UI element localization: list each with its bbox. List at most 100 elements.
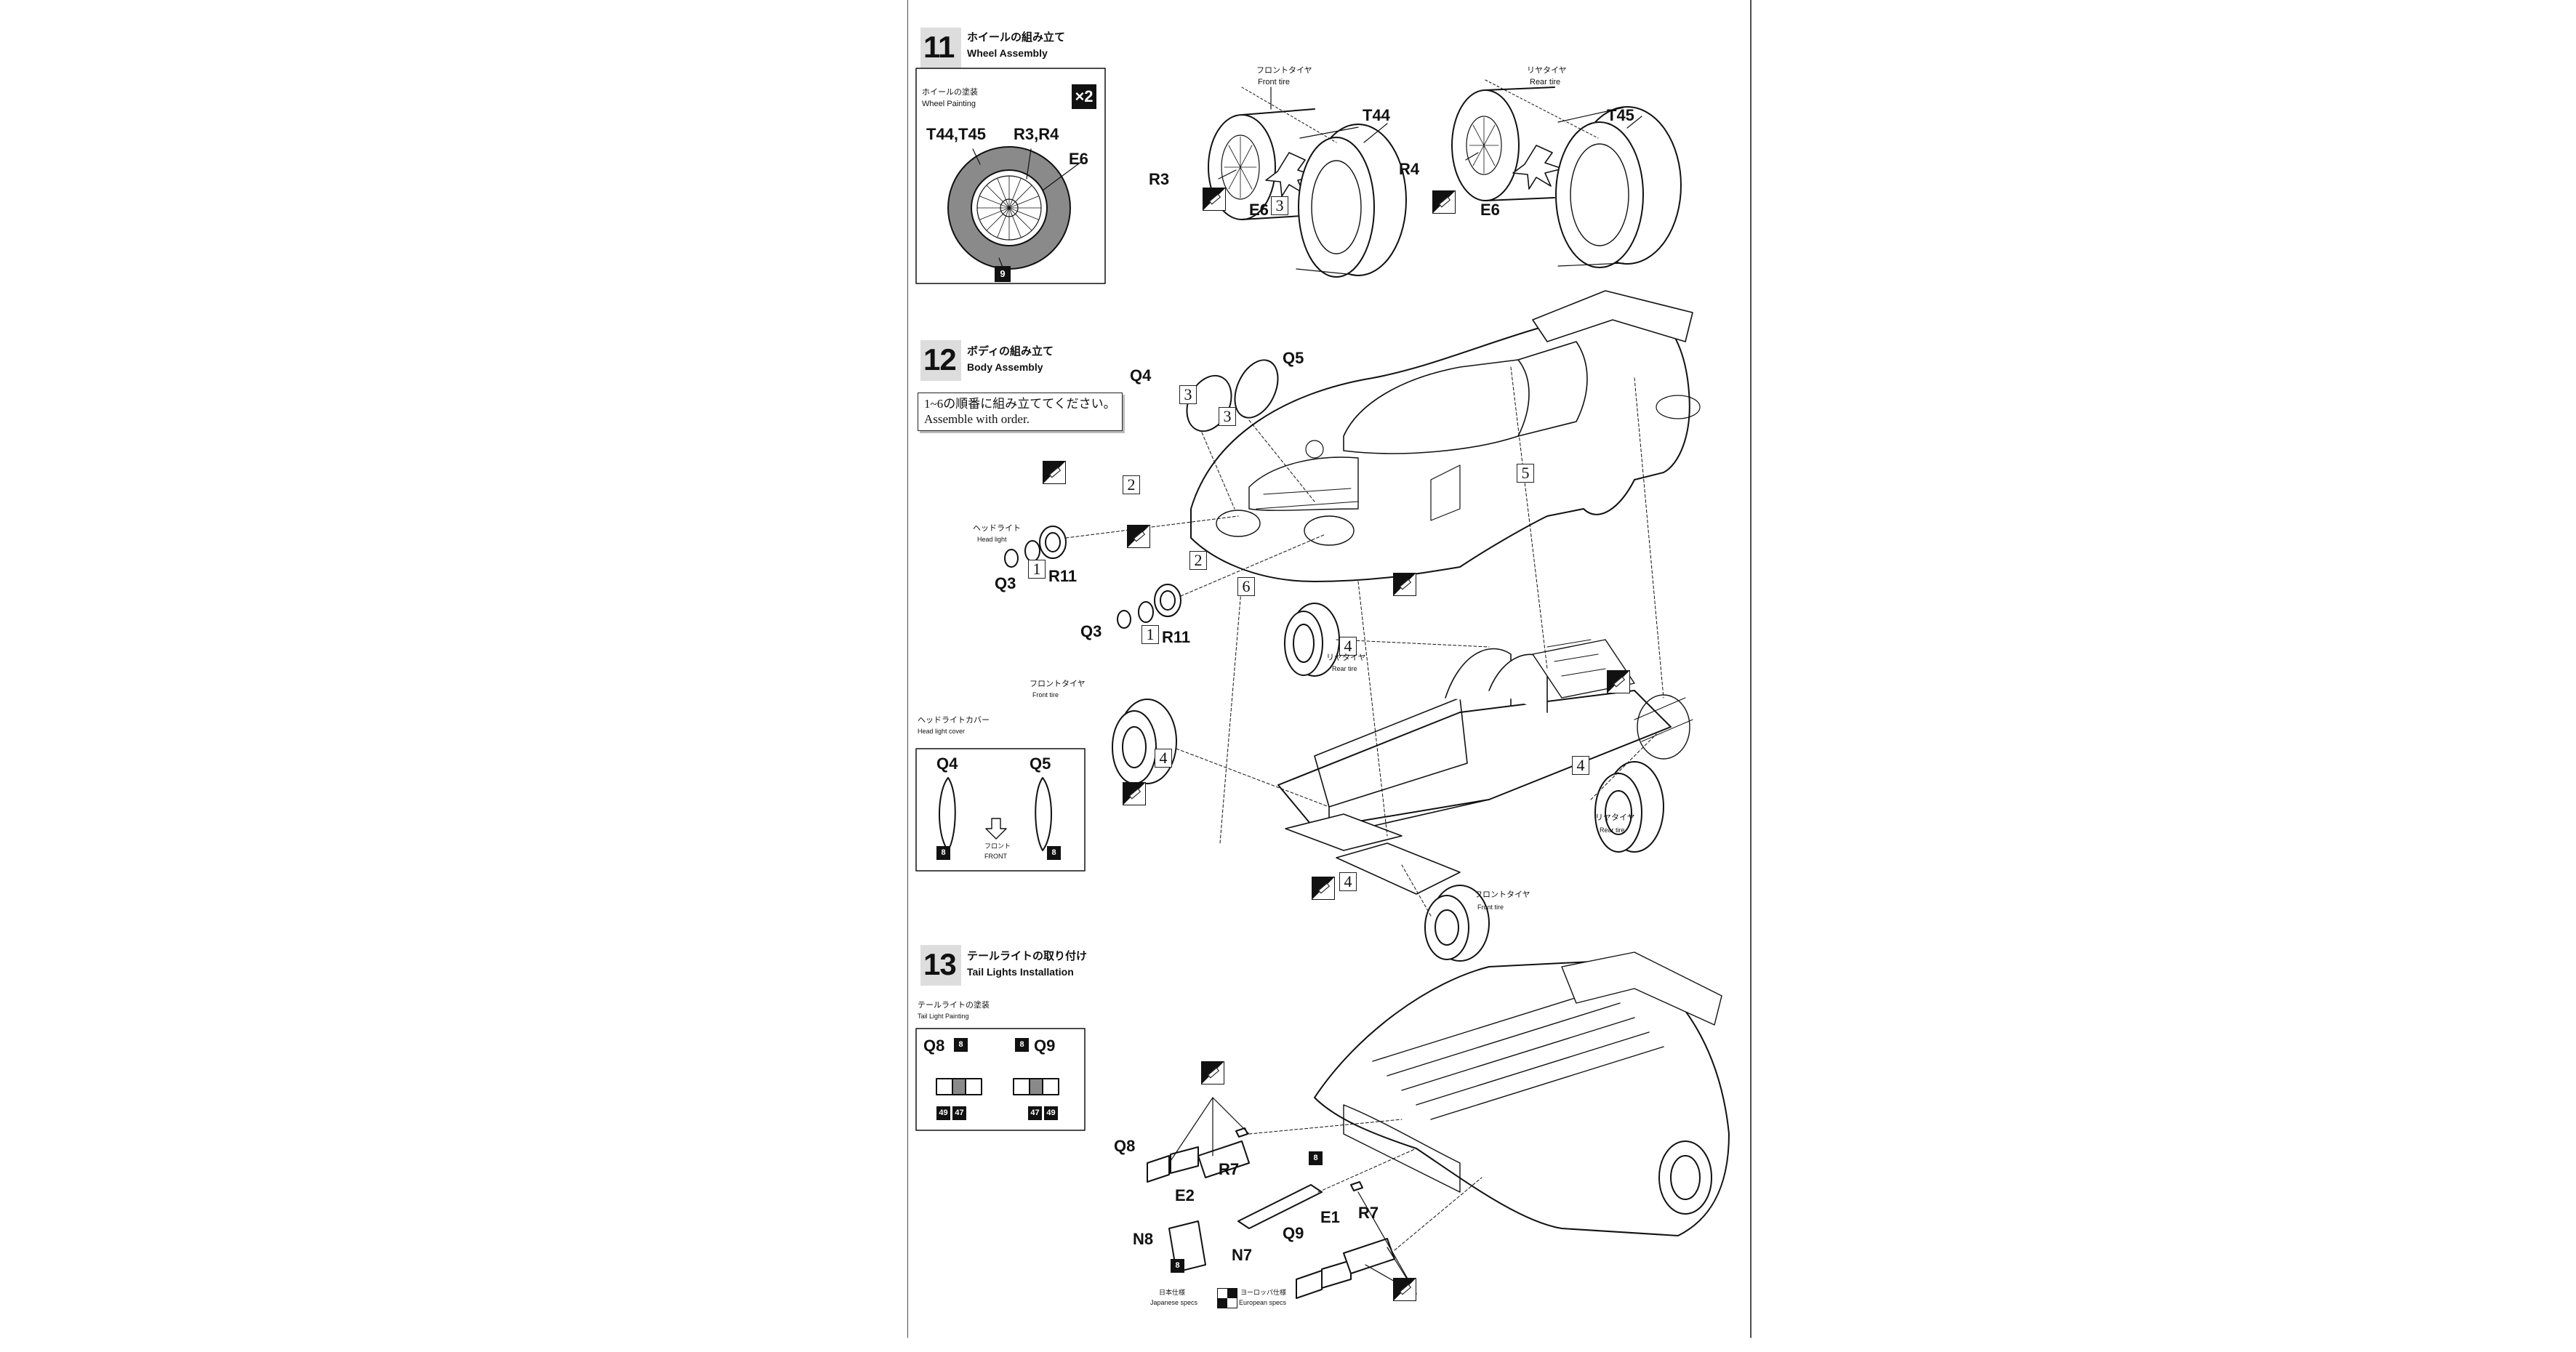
headlight-cement-icon-2 <box>1127 525 1150 548</box>
rear-cap-part: E6 <box>1480 201 1500 219</box>
tail-q8-label: Q8 <box>923 1037 945 1055</box>
tail-q9-paint-49: 49 <box>1044 1106 1058 1120</box>
tail-n8-part: N8 <box>1133 1230 1154 1248</box>
tail-q9-paint-47: 47 <box>1028 1106 1042 1120</box>
step12-number-bg <box>920 340 961 381</box>
cover-q4-label: Q4 <box>1130 366 1152 385</box>
front-label-en: FRONT <box>984 853 1007 860</box>
tail-cement-icon-1 <box>1201 1061 1224 1085</box>
reflector-r11-lower: R11 <box>1162 628 1191 646</box>
rear-tire-label-en: Rear tire <box>1530 78 1561 86</box>
headlight-label-en: Head light <box>977 536 1007 543</box>
step13-number: 13 <box>923 947 957 981</box>
lens-q3-upper: Q3 <box>995 574 1016 592</box>
headlight-label-jp: ヘッドライト <box>973 524 1021 533</box>
japanese-specs-jp: 日本仕様 <box>1159 1289 1186 1296</box>
cover-q5-detail <box>1035 777 1052 851</box>
front-tire-part: T44 <box>1363 106 1390 124</box>
headlight-cover-box <box>915 748 1086 872</box>
detail-q4-paint: 8 <box>936 846 950 860</box>
tail-q9-label: Q9 <box>1034 1037 1056 1055</box>
order-2-lower: 2 <box>1189 551 1207 570</box>
lens-q3-lower: Q3 <box>1080 622 1102 640</box>
tail-e2-part: E2 <box>1175 1186 1195 1204</box>
tail-q9-part: Q9 <box>1283 1224 1304 1242</box>
rear-tire-label-jp: リヤタイヤ <box>1527 66 1567 75</box>
front-cement-icon <box>1203 188 1226 211</box>
tail-n8-paint: 8 <box>1171 1259 1184 1273</box>
step12-number: 12 <box>923 342 957 377</box>
tail-q8-part: Q8 <box>1114 1137 1136 1155</box>
rear-tire-label-en-1: Rear tire <box>1332 665 1357 672</box>
front-order-3: 3 <box>1271 196 1288 215</box>
headlight-cover-title-en: Head light cover <box>918 728 966 735</box>
front-rim-part: R3 <box>1149 170 1170 188</box>
front-wheel-exploded <box>1208 86 1407 278</box>
tail-q9-paint: 8 <box>1015 1038 1029 1052</box>
step12-tires <box>1112 366 1664 962</box>
order-1-lower: 1 <box>1141 625 1159 644</box>
front-tire-label-jp-2: フロントタイヤ <box>1474 890 1530 899</box>
headlight-cover-title-jp: ヘッドライトカバー <box>918 716 990 725</box>
order-3-right: 3 <box>1219 407 1236 426</box>
rear-rim-part: R4 <box>1399 160 1420 178</box>
front-tire-cement-icon-1 <box>1123 782 1146 805</box>
front-tire-label-en-1: Front tire <box>1032 691 1059 699</box>
wheel-paint-color: 9 <box>995 266 1011 282</box>
multiplier-badge: ×2 <box>1072 84 1096 109</box>
order-4-b: 4 <box>1155 749 1172 768</box>
tail-r7-part-2: R7 <box>1358 1204 1379 1222</box>
step12-title-en: Body Assembly <box>967 361 1043 373</box>
step11-number: 11 <box>923 30 955 64</box>
assembly-order-note-jp: 1~6の順番に組み立ててください。 <box>924 397 1116 411</box>
rear-cement-icon <box>1432 190 1456 214</box>
wheel-paint-label-rims: R3,R4 <box>1014 125 1059 143</box>
step11-number-bg <box>920 28 961 68</box>
tail-light-painting-box <box>915 1028 1086 1131</box>
headlight-cement-icon-1 <box>1043 461 1066 484</box>
rear-tire-label-jp-1: リヤタイヤ <box>1326 653 1366 662</box>
rear-tire-label-jp-2: リヤタイヤ <box>1595 813 1635 822</box>
rear-tire-cement-icon-2 <box>1607 670 1630 693</box>
front-label-jp: フロント <box>984 842 1011 850</box>
wheel-paint-label-tires: T44,T45 <box>926 125 986 143</box>
wheel-painting-box <box>915 68 1106 284</box>
tail-painting-title-jp: テールライトの塗装 <box>918 1001 990 1010</box>
car-body-shell <box>1190 290 1701 582</box>
assembly-order-note-en: Assemble with order. <box>924 412 1030 427</box>
line-art <box>907 0 1752 1338</box>
step11-title-en: Wheel Assembly <box>967 47 1048 59</box>
order-4-d: 4 <box>1339 872 1357 891</box>
front-tire-label-en-2: Front tire <box>1477 904 1504 911</box>
front-tire-label-jp-1: フロントタイヤ <box>1030 680 1086 688</box>
tail-q8-paint: 8 <box>954 1038 968 1052</box>
order-5: 5 <box>1517 464 1534 483</box>
order-4-c: 4 <box>1572 756 1589 775</box>
tail-cement-icon-2 <box>1393 1278 1416 1301</box>
rear-tire-part: T45 <box>1607 106 1634 124</box>
tail-light-paint-icons <box>936 1078 1059 1095</box>
order-1-upper: 1 <box>1028 560 1046 579</box>
tail-q8-paint-49: 49 <box>936 1106 950 1120</box>
order-4-a: 4 <box>1339 637 1357 656</box>
cover-q5-shape <box>1234 359 1279 419</box>
front-tire-label-en: Front tire <box>1258 78 1291 86</box>
european-specs-jp: ヨーロッパ仕様 <box>1240 1289 1287 1296</box>
european-flag-icon <box>1217 1288 1237 1308</box>
order-2-upper: 2 <box>1123 475 1140 494</box>
front-tire-label-jp: フロントタイヤ <box>1256 66 1312 75</box>
wheel-paint-label-cap: E6 <box>1069 150 1088 168</box>
tail-light-parts <box>1147 1097 1482 1299</box>
assembly-order-note: 1~6の順番に組み立ててください。 Assemble with order. <box>918 393 1123 431</box>
cover-q5-label: Q5 <box>1283 349 1304 367</box>
reflector-r11-upper: R11 <box>1048 567 1078 585</box>
step13-number-bg <box>920 945 961 986</box>
front-arrow <box>985 818 1007 840</box>
painted-wheel-icon <box>947 146 1083 270</box>
headlight-parts <box>1004 515 1326 629</box>
detail-q4-label: Q4 <box>936 755 958 773</box>
step12-title-jp: ボディの組み立て <box>967 345 1054 358</box>
tail-paint-8: 8 <box>1309 1151 1323 1165</box>
tail-r7-part-1: R7 <box>1219 1160 1240 1178</box>
rear-wheel-exploded <box>1451 79 1682 268</box>
